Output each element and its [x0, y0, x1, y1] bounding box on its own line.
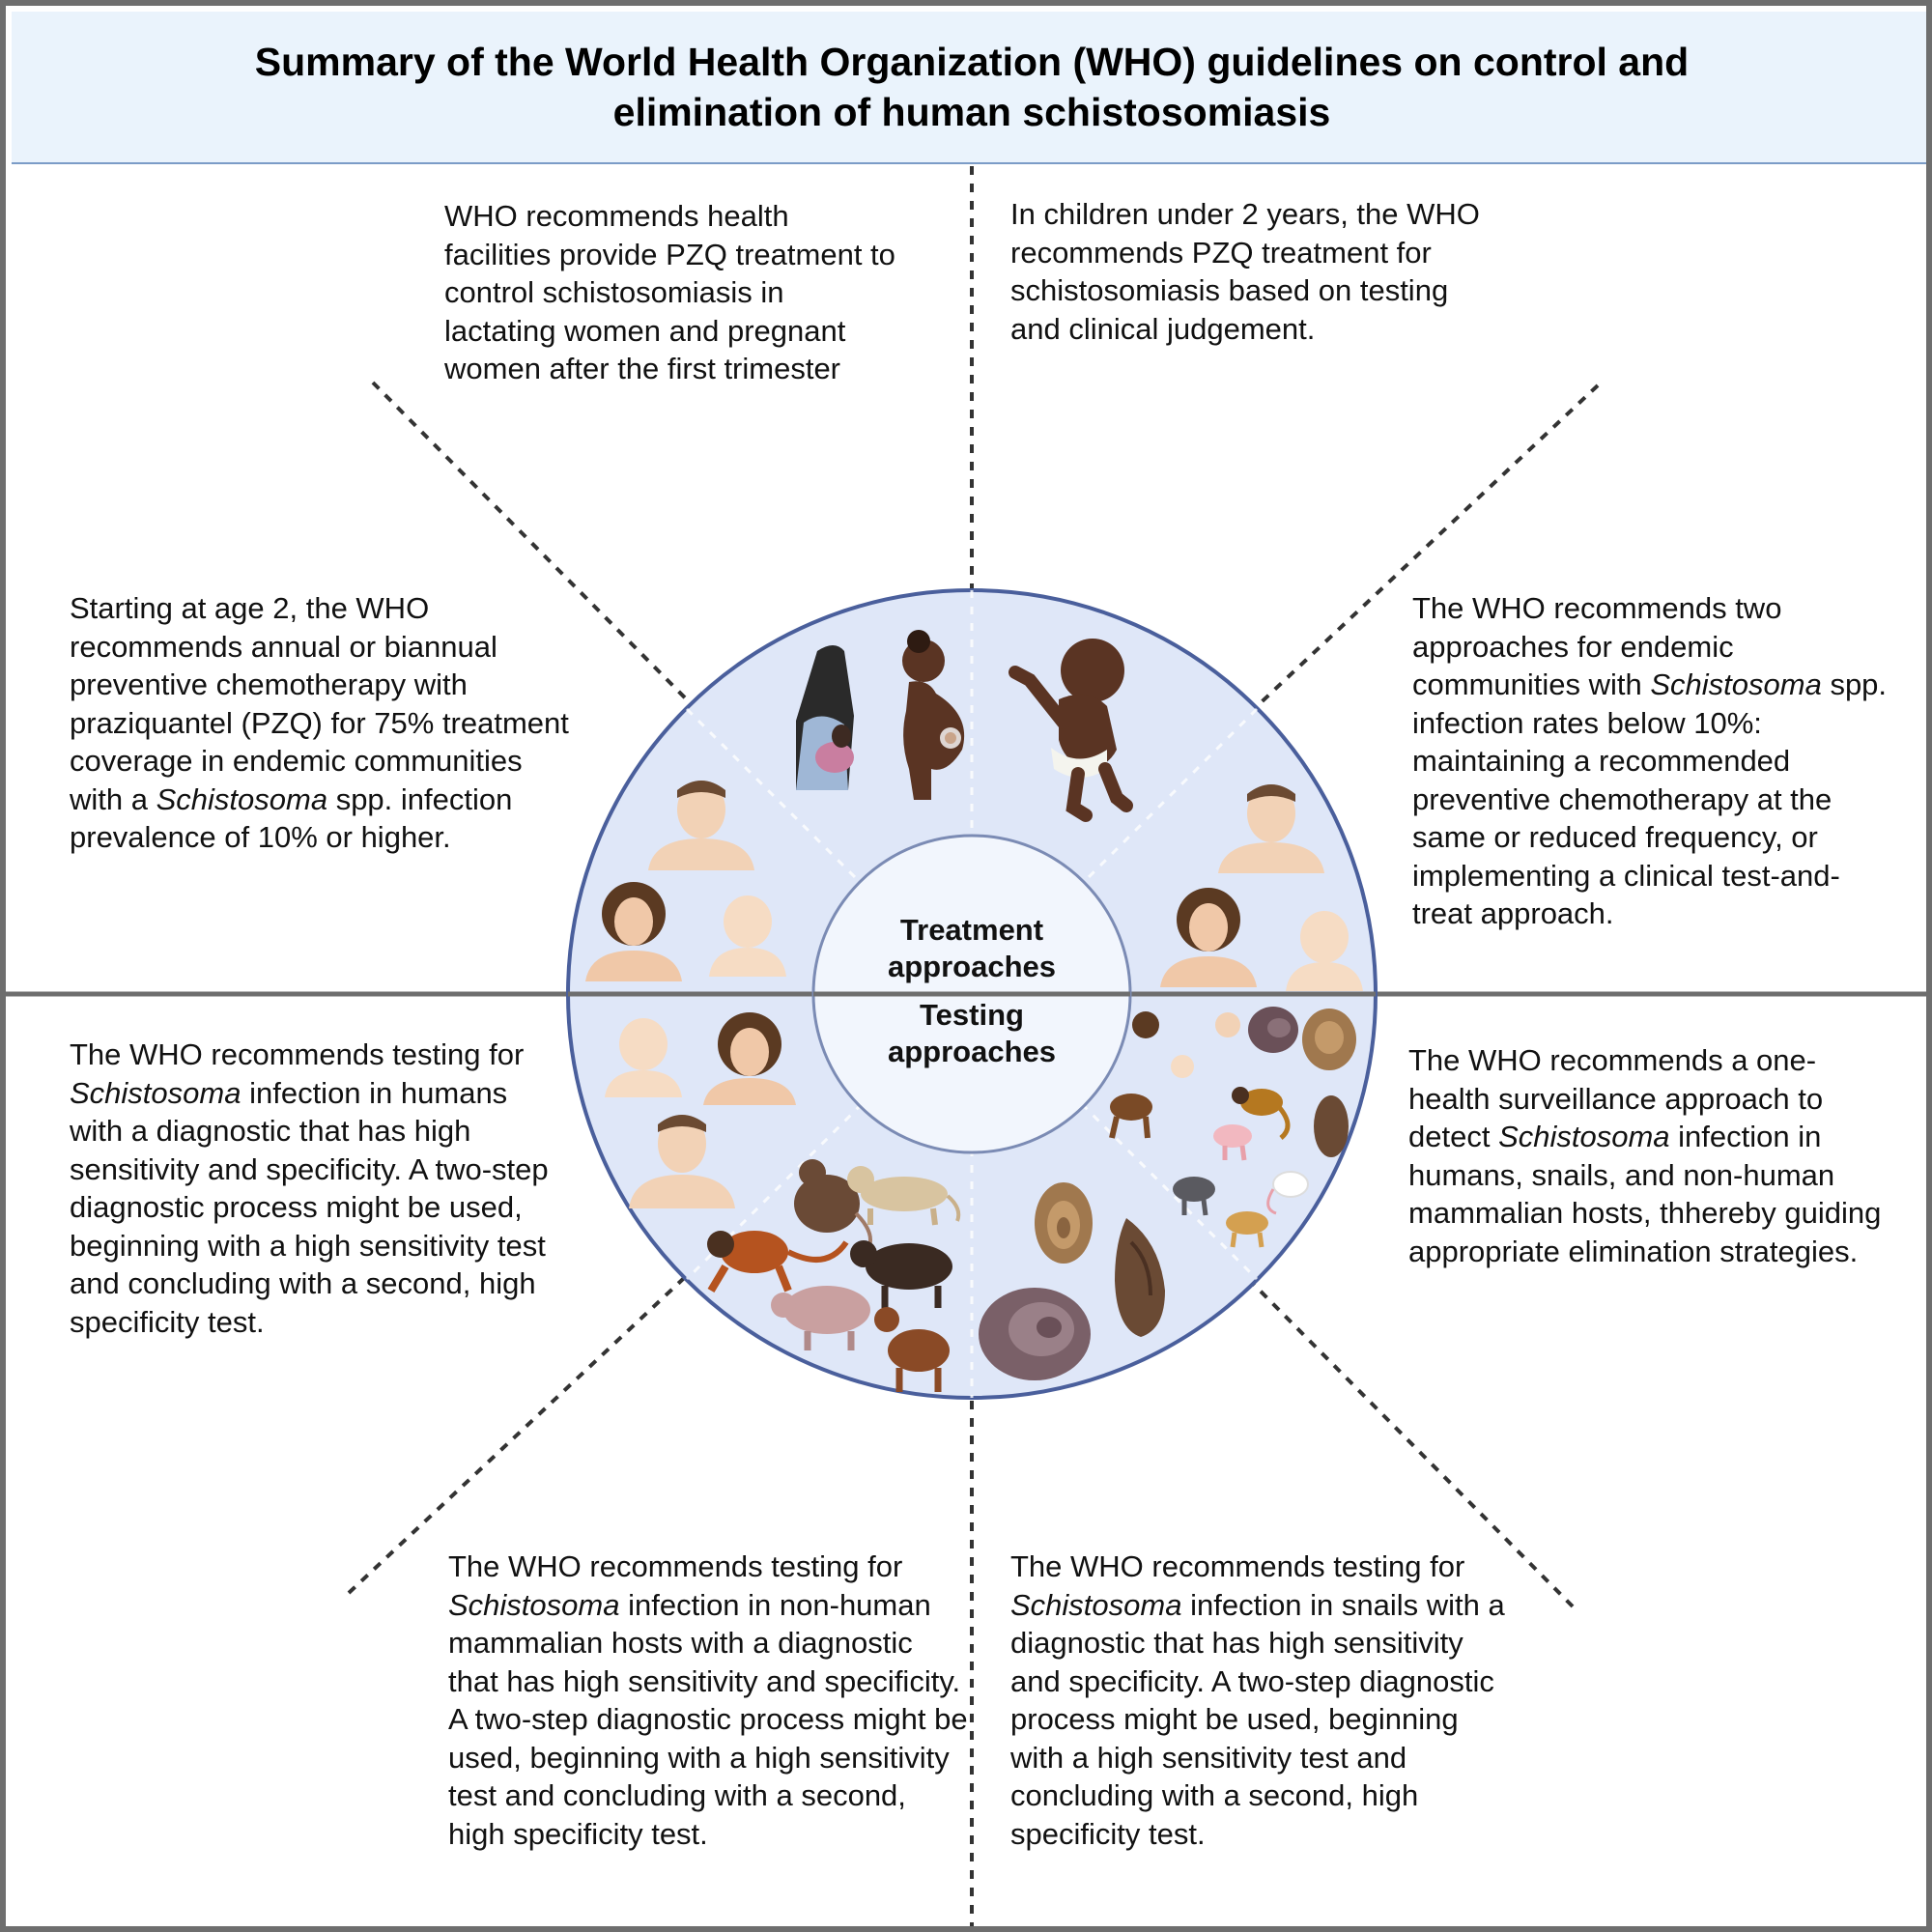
panel-mammalian-host-testing: The WHO recommends testing for Schistoso…	[448, 1548, 970, 1853]
infant-icon	[1009, 639, 1133, 822]
species-name: Schistosoma	[1498, 1120, 1670, 1153]
cow-icon	[1173, 1177, 1215, 1216]
title-line-2: elimination of human schistosomiasis	[612, 90, 1331, 134]
text-part: infection in humans with a diagnostic th…	[70, 1075, 549, 1339]
goat-icon	[874, 1307, 950, 1392]
text-part: The WHO recommends a one-health surveill…	[1408, 1043, 1824, 1153]
adult-man-icon	[1218, 784, 1324, 873]
header: Summary of the World Health Organization…	[12, 12, 1926, 164]
monkey-icon	[707, 1231, 849, 1293]
human-small-icon	[1132, 1011, 1240, 1078]
species-name: Schistosoma	[1650, 668, 1822, 701]
testing-label-line-1: Testing	[920, 998, 1024, 1032]
dog-icon	[1109, 1094, 1152, 1139]
species-name: Schistosoma	[448, 1587, 620, 1622]
snail-icon	[1302, 1009, 1356, 1070]
species-name: Schistosoma	[70, 1075, 242, 1110]
text-part: The WHO recommends testing for	[70, 1037, 525, 1071]
pig-icon	[1213, 1124, 1252, 1161]
panel-human-testing: The WHO recommends testing for Schistoso…	[70, 1036, 553, 1341]
baby-icon	[709, 895, 786, 977]
snail-icon	[1314, 1095, 1349, 1157]
adult-man-icon	[629, 1115, 735, 1208]
text-part: infection in non-human mammalian hosts w…	[448, 1587, 968, 1851]
ring-spoke-diag-1	[685, 707, 1259, 1281]
testing-label-line-2: approaches	[888, 1035, 1056, 1068]
pig-icon	[771, 1286, 870, 1350]
diagonal-dashed-line-top-right	[1086, 384, 1600, 867]
snail-icon	[979, 1288, 1091, 1380]
text-part: The WHO recommends testing for	[448, 1549, 903, 1583]
panel-one-health-surveillance: The WHO recommends a one-health surveill…	[1408, 1041, 1891, 1270]
lactating-woman-icon	[796, 645, 854, 790]
panel-lactating-pregnant-women: WHO recommends health facilities provide…	[444, 199, 895, 385]
pregnant-woman-icon	[902, 630, 965, 800]
baby-icon	[605, 1018, 682, 1097]
adult-man-icon	[648, 781, 754, 870]
page-title: Summary of the World Health Organization…	[54, 37, 1889, 137]
text-part: infection in snails with a diagnostic th…	[1010, 1587, 1505, 1851]
panel-snail-testing: The WHO recommends testing for Schistoso…	[1010, 1548, 1513, 1853]
woman-icon	[585, 882, 682, 981]
mouse-icon	[1266, 1171, 1309, 1215]
woman-icon	[1160, 888, 1257, 987]
ring-spoke-diag-2	[685, 707, 1259, 1281]
text-part: The WHO recommends two approaches for en…	[1412, 591, 1782, 701]
cow-icon	[850, 1240, 952, 1308]
lion-icon	[847, 1166, 961, 1226]
diagram-canvas: Treatment approaches Testing approaches	[6, 166, 1926, 1926]
text-part: spp. infection prevalence of 10% or high…	[70, 781, 513, 855]
text-part: Starting at age 2, the WHO recommends an…	[70, 591, 569, 816]
species-name: Schistosoma	[1010, 1587, 1182, 1622]
panel-preventive-chemotherapy: Starting at age 2, the WHO recommends an…	[70, 589, 572, 857]
panel-low-prevalence-approaches: The WHO recommends two approaches for en…	[1412, 589, 1895, 933]
woman-icon	[703, 1012, 796, 1105]
treatment-label-line-1: Treatment	[900, 913, 1043, 947]
title-line-1: Summary of the World Health Organization…	[254, 40, 1690, 84]
snail-icon	[1115, 1218, 1165, 1337]
species-name: Schistosoma	[156, 781, 328, 816]
snail-icon	[1035, 1182, 1093, 1264]
monkey-icon	[1232, 1087, 1291, 1140]
snail-icon	[1248, 1007, 1298, 1053]
baby-icon	[1286, 911, 1363, 991]
treatment-label-line-2: approaches	[888, 950, 1056, 983]
text-part: spp. infection rates below 10%: maintain…	[1412, 668, 1888, 930]
text-part: infection in humans, snails, and non-hum…	[1408, 1120, 1882, 1268]
text-part: The WHO recommends testing for	[1010, 1549, 1465, 1583]
lion-icon	[1226, 1211, 1268, 1248]
panel-children-under-2: In children under 2 years, the WHO recom…	[1010, 197, 1480, 346]
